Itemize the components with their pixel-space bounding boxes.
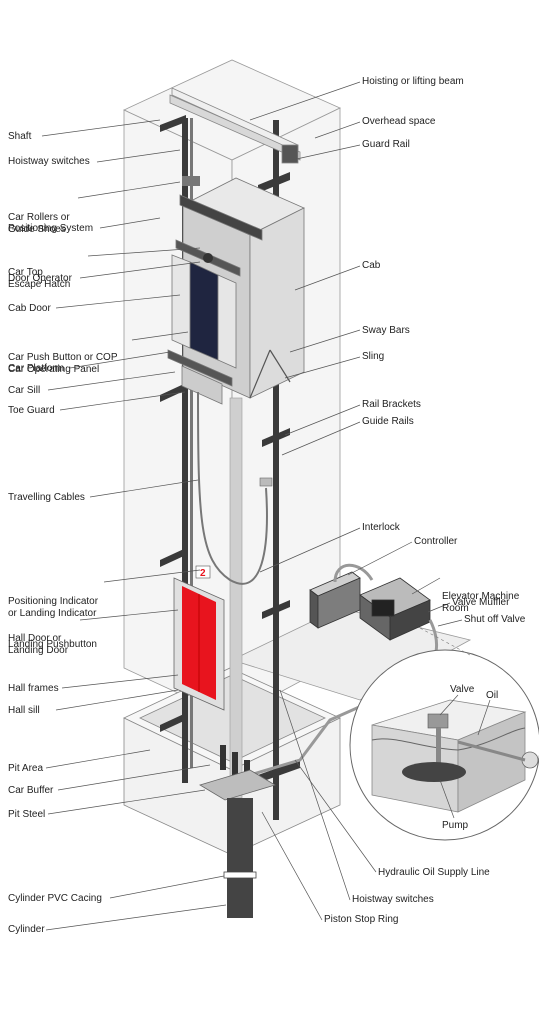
label-overhead-space: Overhead space [362, 116, 436, 127]
rail-brackets [160, 115, 300, 783]
guide-rails [182, 118, 279, 820]
label-guide-rails: Guide Rails [362, 416, 414, 427]
controller [309, 571, 361, 629]
hall-door [173, 577, 225, 711]
sling [249, 349, 291, 399]
pit-steel [199, 769, 276, 801]
label-hoisting-beam: Hoisting or lifting beam [362, 76, 464, 87]
travelling-cable [197, 391, 268, 585]
label-travelling-cables: Travelling Cables [8, 492, 85, 503]
label-shut-off-valve: Shut off Valve [464, 614, 526, 625]
label-car-buffer: Car Buffer [8, 785, 54, 796]
leader-lines-left [41, 119, 227, 931]
label-positioning-system: Positioning System [8, 223, 94, 234]
label-car-sill: Car Sill [8, 385, 41, 396]
controller-conduit [333, 563, 374, 583]
positioning-indicator [195, 565, 211, 579]
inset-label-pump: Pump [442, 820, 469, 831]
label-hall-sill: Hall sill [8, 705, 40, 716]
door-operator [203, 253, 213, 263]
car-buffer [220, 745, 250, 780]
hoisting-beam [169, 87, 301, 164]
label-cylinder: Cylinder [8, 924, 45, 935]
inset-label-oil: Oil [486, 690, 499, 701]
label-hoistway-switches-bottom: Hoistway switches [352, 894, 434, 905]
label-valve-muffler: Valve Muffler [452, 597, 510, 608]
floor-number: 2 [200, 568, 206, 579]
label-hall-frames: Hall frames [8, 683, 59, 694]
inset-pump [349, 649, 539, 841]
label-door-operator: Door Operator [8, 273, 72, 284]
cable-clip [259, 477, 273, 487]
cylinder [227, 798, 253, 918]
label-interlock: Interlock [362, 522, 400, 533]
label-cab: Cab [362, 260, 381, 271]
label-sway-bars: Sway Bars [362, 325, 410, 336]
label-car-platform: Car Platform [8, 363, 65, 374]
piston [229, 397, 243, 799]
inset-label-valve: Valve [450, 684, 475, 695]
label-toe-guard: Toe Guard [8, 405, 55, 416]
label-landing-pushbutton: Landing Pushbutton [8, 639, 97, 650]
car-roller [182, 176, 200, 186]
label-pit-area: Pit Area [8, 763, 44, 774]
label-rail-brackets: Rail Brackets [362, 399, 421, 410]
cab [167, 177, 305, 405]
label-piston-stop-ring: Piston Stop Ring [324, 914, 399, 925]
cylinder-pvc [223, 871, 257, 879]
machine [359, 577, 431, 641]
label-shaft: Shaft [8, 131, 32, 142]
label-hoistway-switches-top: Hoistway switches [8, 156, 90, 167]
inset-leaders [439, 694, 491, 819]
label-cab-door: Cab Door [8, 303, 51, 314]
leader-lines-right [249, 81, 463, 921]
label-sling: Sling [362, 351, 385, 362]
label-pit-steel: Pit Steel [8, 809, 46, 820]
label-controller: Controller [414, 536, 458, 547]
label-cylinder-pvc: Cylinder PVC Cacing [8, 893, 102, 904]
label-guard-rail: Guard Rail [362, 139, 410, 150]
label-hydraulic-oil: Hydraulic Oil Supply Line [378, 867, 490, 878]
